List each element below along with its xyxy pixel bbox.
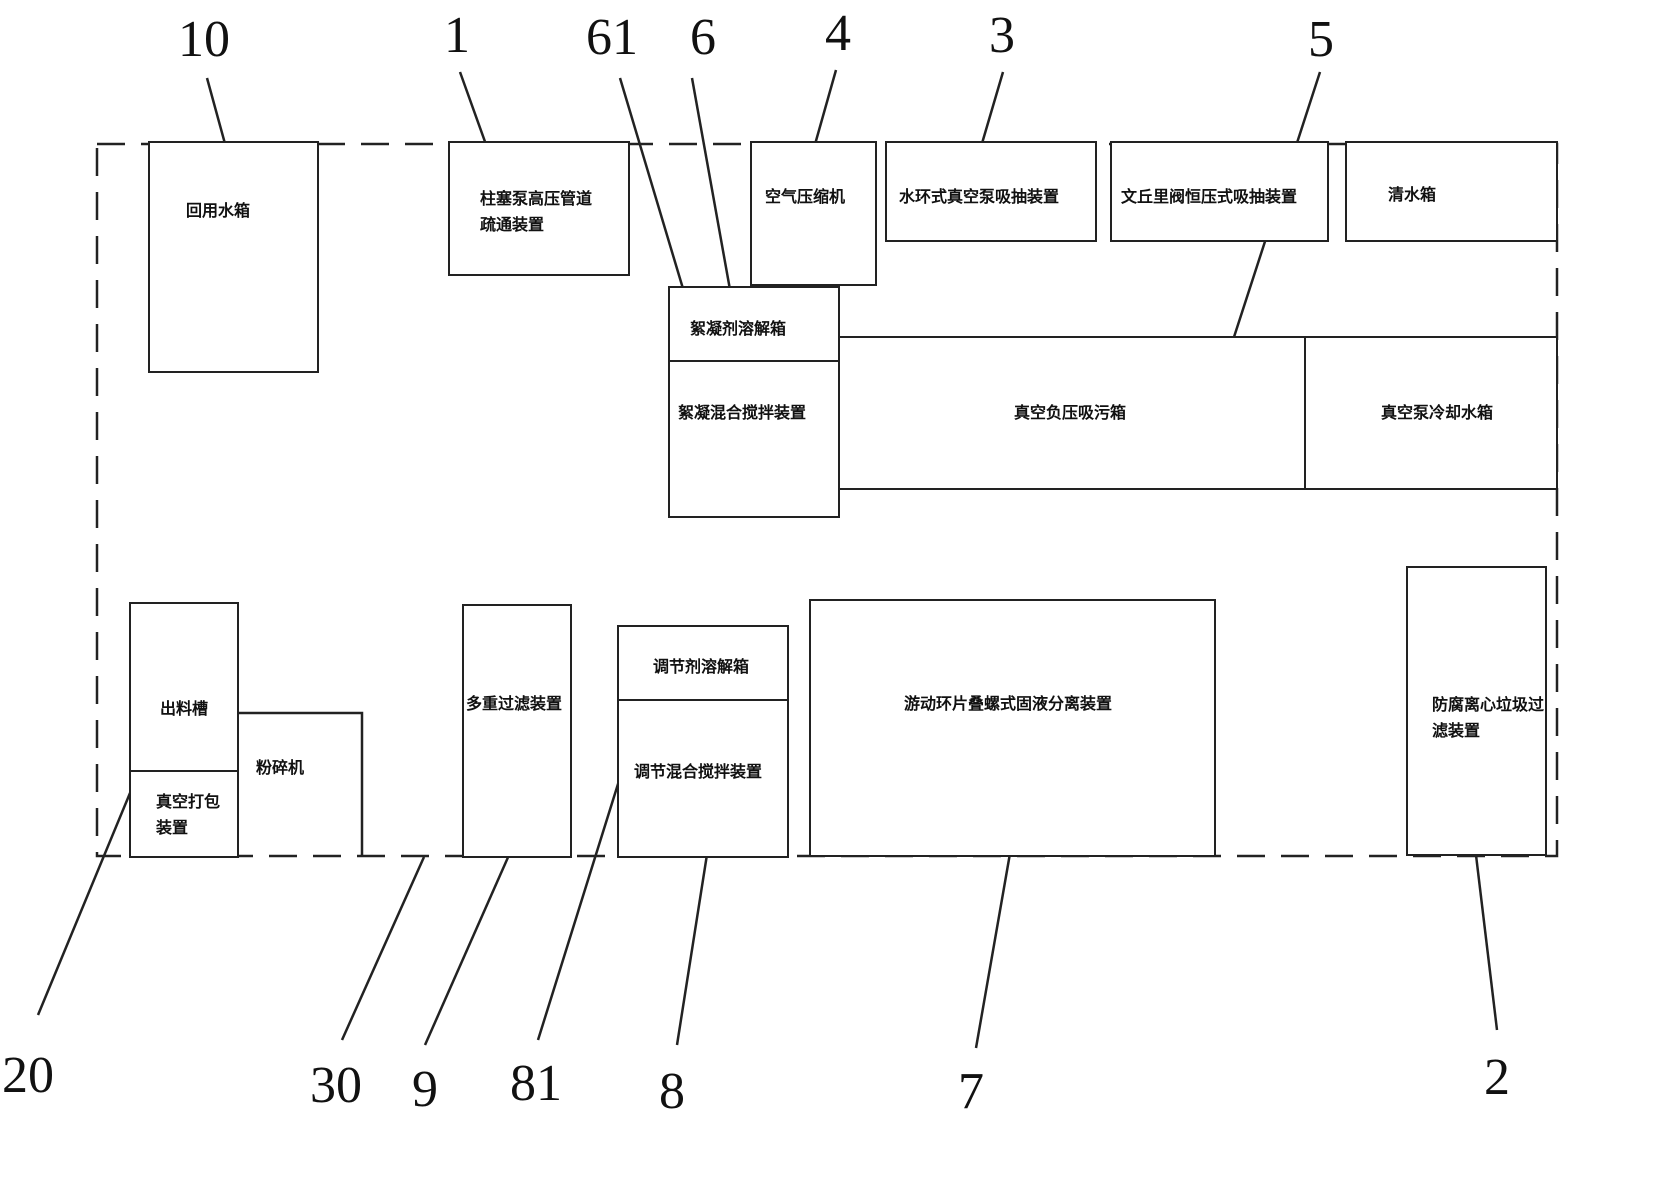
leader-7: [974, 841, 1014, 1049]
leader-4: [810, 69, 838, 156]
air-compressor: [750, 141, 877, 286]
ref-number-20: 20: [2, 1047, 54, 1104]
crusher-outline: [235, 711, 364, 855]
ref-number-7: 7: [958, 1063, 984, 1120]
ref-number-6: 6: [690, 9, 716, 66]
ref-number-9: 9: [412, 1061, 438, 1118]
flocculant-dissolving-tank: [668, 286, 840, 362]
ref-number-1: 1: [444, 7, 470, 64]
flocculant-mixing-device: [668, 360, 840, 518]
ref-number-81: 81: [510, 1055, 562, 1112]
leader-30: [340, 856, 426, 1041]
multi-filter-device: [462, 604, 572, 858]
vacuum-sewage-tank: [838, 336, 1307, 490]
ref-number-5: 5: [1308, 11, 1334, 68]
multi-filter-label: 多重过滤装置: [466, 694, 563, 713]
flocculant-dissolving-label: 絮凝剂溶解箱: [690, 319, 787, 338]
leader-2: [1471, 829, 1499, 1031]
vacuum-pump-cooling-label: 真空泵冷却水箱: [1381, 403, 1494, 422]
clean-water-tank-label: 清水箱: [1388, 185, 1437, 204]
flocculant-mixing-label: 絮凝混合搅拌装置: [678, 403, 807, 422]
vacuum-packing-device: [129, 770, 239, 858]
vacuum-sewage-tank-label: 真空负压吸污箱: [1014, 403, 1127, 422]
centrifugal-filter-device: [1406, 566, 1547, 856]
plunger-pump-device: [448, 141, 630, 276]
regulator-mixing-label: 调节混合搅拌装置: [634, 762, 763, 781]
regulator-dissolving-tank: [617, 625, 789, 701]
ref-number-10: 10: [178, 11, 230, 68]
recycle-water-tank: [148, 141, 319, 373]
clean-water-tank: [1345, 141, 1558, 242]
ref-number-3: 3: [989, 7, 1015, 64]
ref-number-61: 61: [586, 9, 638, 66]
ref-number-8: 8: [659, 1063, 685, 1120]
recycle-water-tank-label: 回用水箱: [186, 201, 251, 220]
screw-separator-device: [809, 599, 1216, 857]
water-ring-vacuum-pump: [885, 141, 1097, 242]
air-compressor-label: 空气压缩机: [765, 187, 846, 206]
leader-61: [618, 77, 686, 293]
water-ring-vacuum-pump-label: 水环式真空泵吸抽装置: [899, 187, 1060, 206]
screw-separator-label: 游动环片叠螺式固液分离装置: [904, 694, 1113, 713]
vacuum-pump-cooling-tank: [1304, 336, 1558, 490]
regulator-dissolving-label: 调节剂溶解箱: [653, 657, 750, 676]
ref-number-2: 2: [1484, 1049, 1510, 1106]
ref-number-4: 4: [825, 5, 851, 62]
venturi-pump-label: 文丘里阀恒压式吸抽装置: [1121, 187, 1298, 206]
ref-number-30: 30: [310, 1057, 362, 1114]
vacuum-packing-label: 真空打包装置: [156, 792, 221, 837]
venturi-pump: [1110, 141, 1329, 242]
centrifugal-filter-label: 防腐离心垃圾过滤装置: [1432, 695, 1545, 740]
discharge-trough: [129, 602, 239, 772]
leader-9: [423, 845, 515, 1046]
plunger-pump-label: 柱塞泵高压管道疏通装置: [480, 189, 593, 234]
regulator-mixing-device: [617, 699, 789, 858]
crusher-label: 粉碎机: [256, 758, 305, 777]
discharge-trough-label: 出料槽: [160, 699, 209, 718]
